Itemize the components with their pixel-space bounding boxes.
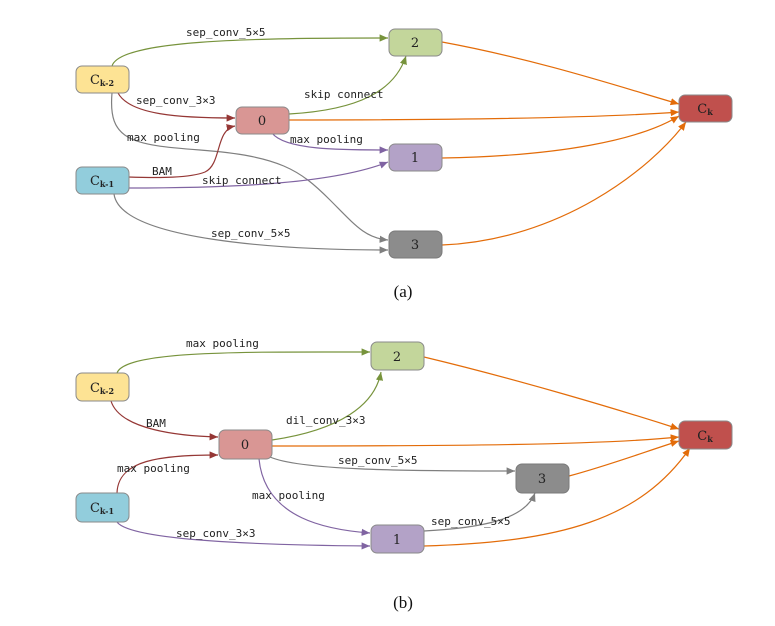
svg-text:2: 2 [393,350,401,365]
edge-b-2-out [423,356,680,430]
caption-a: (a) [394,282,413,301]
svg-text:0: 0 [258,114,266,129]
edge-b-prev1-0 [116,451,219,494]
node-b-1: 1 [370,524,425,554]
node-b-prev2: Ck-2 [75,372,130,402]
edge-label-a-prev2-2: sep_conv_5×5 [186,26,265,39]
edge-label-a-0-1: max pooling [290,133,363,146]
node-a-prev1: Ck-1 [75,166,130,195]
edge-a-3-out [441,121,687,246]
node-b-out: Ck [678,420,733,450]
svg-text:1: 1 [393,533,401,548]
svg-text:2: 2 [411,36,419,51]
node-b-0: 0 [218,429,273,460]
node-b-prev1: Ck-1 [75,492,130,523]
edge-b-0-out [271,434,680,447]
svg-text:Ck-2: Ck-2 [90,73,114,88]
diagram-b: max pooling BAM max pooling sep_conv_3×3… [75,337,733,612]
svg-text:3: 3 [538,472,546,487]
edge-a-prev1-0 [127,124,236,179]
edge-label-b-prev2-2: max pooling [186,337,259,350]
edge-label-a-0-2: skip connect [304,88,383,101]
edge-label-b-0-1: max pooling [252,489,325,502]
edge-a-prev1-1 [127,161,389,189]
edge-b-0-3 [269,456,516,475]
edge-b-prev2-0 [110,400,219,441]
edge-label-a-prev2-0: sep_conv_3×3 [136,94,215,107]
edge-label-a-prev1-0: BAM [152,165,172,178]
edge-label-b-prev1-1: sep_conv_3×3 [176,527,255,540]
edge-a-prev1-3 [113,193,389,254]
diagram-a: sep_conv_5×5 sep_conv_3×3 max pooling BA… [75,26,733,301]
node-a-1: 1 [388,143,443,172]
svg-text:Ck-1: Ck-1 [90,174,114,189]
svg-text:3: 3 [411,238,419,253]
edge-a-prev2-2 [111,34,389,67]
edge-a-0-2 [288,55,407,115]
edge-b-1-out [423,447,691,547]
edge-b-0-1 [258,458,371,536]
node-a-out: Ck [678,94,733,123]
edge-b-prev2-2 [116,348,371,374]
edge-label-b-prev2-0: BAM [146,417,166,430]
edge-label-b-1-3: sep_conv_5×5 [431,515,510,528]
edge-a-0-out [288,109,680,121]
edge-label-b-prev1-0: max pooling [117,462,190,475]
svg-text:Ck: Ck [697,102,713,117]
node-a-0: 0 [235,106,290,135]
node-b-3: 3 [515,463,570,494]
node-b-2: 2 [370,341,425,371]
caption-b: (b) [393,593,413,612]
edge-a-1-out [441,115,680,159]
edge-a-0-1 [271,132,389,154]
edge-label-b-0-3: sep_conv_5×5 [338,454,417,467]
svg-text:0: 0 [241,438,249,453]
edge-a-2-out [441,41,680,106]
node-a-3: 3 [388,230,443,259]
svg-text:Ck-1: Ck-1 [90,501,114,516]
edge-label-b-0-2: dil_conv_3×3 [286,414,365,427]
node-a-2: 2 [388,28,443,57]
edge-b-1-3 [423,492,536,532]
edge-label-a-prev1-1: skip connect [202,174,281,187]
edge-label-a-prev2-3: max pooling [127,131,200,144]
edge-b-3-out [568,440,680,477]
edge-a-prev2-3 [110,92,389,243]
edge-a-prev2-0 [117,92,236,122]
edge-b-0-2 [271,371,384,441]
svg-text:Ck-2: Ck-2 [90,381,114,396]
edge-label-a-prev1-3: sep_conv_5×5 [211,227,290,240]
node-a-prev2: Ck-2 [75,65,130,94]
edge-b-prev1-1 [116,521,371,550]
svg-text:1: 1 [411,151,419,166]
svg-text:Ck: Ck [697,429,713,444]
